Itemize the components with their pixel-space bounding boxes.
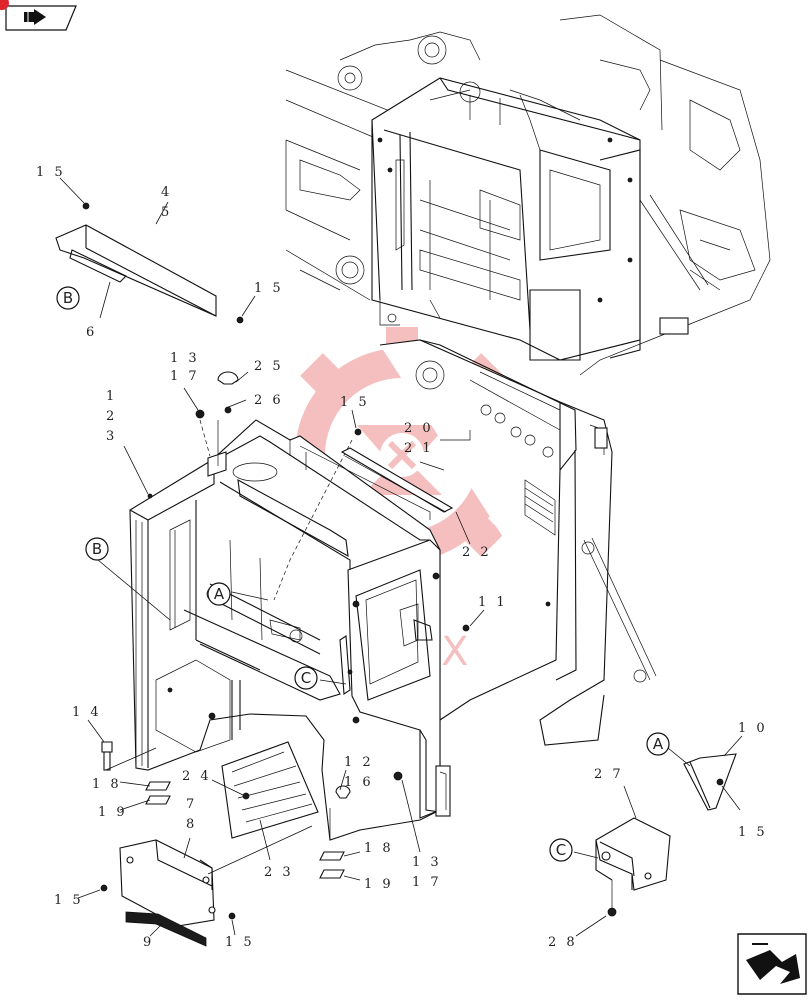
marker-a-frame: A [207,582,231,606]
callout-17b: 1 7 [412,875,442,890]
callout-19b: 1 9 [364,877,394,892]
callout-11: 1 1 [478,595,508,610]
callout-6: 6 [86,325,97,340]
leader-15c [351,409,357,429]
callout-labels: 1 5 4 5 1 5 6 1 3 1 7 2 5 2 6 1 2 3 1 5 … [36,165,768,950]
leader-marker-c [319,679,347,685]
marker-c-detail: C [549,838,573,862]
leader-marker-a [231,591,269,601]
bracket-part-4-5-6 [55,177,256,324]
callout-24: 2 4 [182,769,212,784]
bolt-15 [82,202,90,210]
svg-text:C: C [556,841,566,859]
callout-14: 1 4 [72,705,102,720]
marker-a-detail: A [646,732,670,756]
callout-19a: 1 9 [98,805,128,820]
forward-arrow-icon [746,943,800,984]
svg-text:C: C [301,669,311,687]
bolt-15 [236,316,244,324]
callout-15c: 1 5 [340,395,370,410]
callout-8: 8 [186,817,197,832]
callout-13a: 1 3 [170,351,200,366]
reference-markers: B B A C A C [56,286,670,862]
callout-5: 5 [161,205,172,220]
marker-b-lower: B [85,537,109,561]
callout-15b: 1 5 [254,281,284,296]
callout-13b: 1 3 [412,855,442,870]
leader-22 [455,511,471,545]
leader-marker-b [97,559,171,621]
bolt-11 [462,624,470,632]
callout-7: 7 [186,797,197,812]
callout-26: 2 6 [254,393,284,408]
machine-context-top [285,14,771,376]
bolts-part-13-17 [183,371,421,853]
bolts-part-14-18-19 [87,719,171,811]
callout-10: 1 0 [738,721,768,736]
callout-18a: 1 8 [92,777,122,792]
cover-plate-part-23-24 [211,741,319,861]
leader-20-21 [419,461,445,471]
forward-nav-button[interactable] [737,933,807,995]
marker-b-upper: B [56,286,80,310]
back-nav-button[interactable] [0,0,77,31]
callout-20: 2 0 [404,421,434,436]
callout-18b: 1 8 [364,841,394,856]
callout-28: 2 8 [548,935,578,950]
callout-21: 2 1 [404,441,434,456]
svg-text:B: B [92,540,102,558]
callout-4: 4 [161,185,172,200]
callout-15d: 1 5 [738,825,768,840]
leader-1-2-3 [123,445,149,495]
bracket-part-10 [667,735,743,811]
callout-15f: 1 5 [225,935,255,950]
callout-9: 9 [143,935,154,950]
radiator-support-frame [129,339,657,841]
callout-23: 2 3 [264,865,294,880]
marker-c-frame: C [294,666,318,690]
callout-15e: 1 5 [54,893,84,908]
guard-part-7-8-9 [77,825,313,947]
red-indicator-icon [0,0,9,10]
callout-15a: 1 5 [36,165,66,180]
bracket-part-27-28 [573,785,671,937]
callout-16: 1 6 [344,775,374,790]
svg-text:A: A [214,585,225,603]
callout-17a: 1 7 [170,369,200,384]
callout-2: 2 [106,409,117,424]
callout-3: 3 [106,429,117,444]
bolt-15 [354,428,362,436]
svg-text:A: A [653,735,664,753]
bolts-part-12-16 [319,769,361,881]
callout-22: 2 2 [462,545,492,560]
leader-11 [469,609,485,627]
callout-27: 2 7 [594,767,624,782]
callout-12: 1 2 [344,755,374,770]
seal-strip-part-20-22 [340,428,470,632]
callout-25: 2 5 [254,359,284,374]
back-arrow-icon [24,9,46,25]
callout-1: 1 [106,389,117,404]
svg-text:B: B [63,289,73,307]
